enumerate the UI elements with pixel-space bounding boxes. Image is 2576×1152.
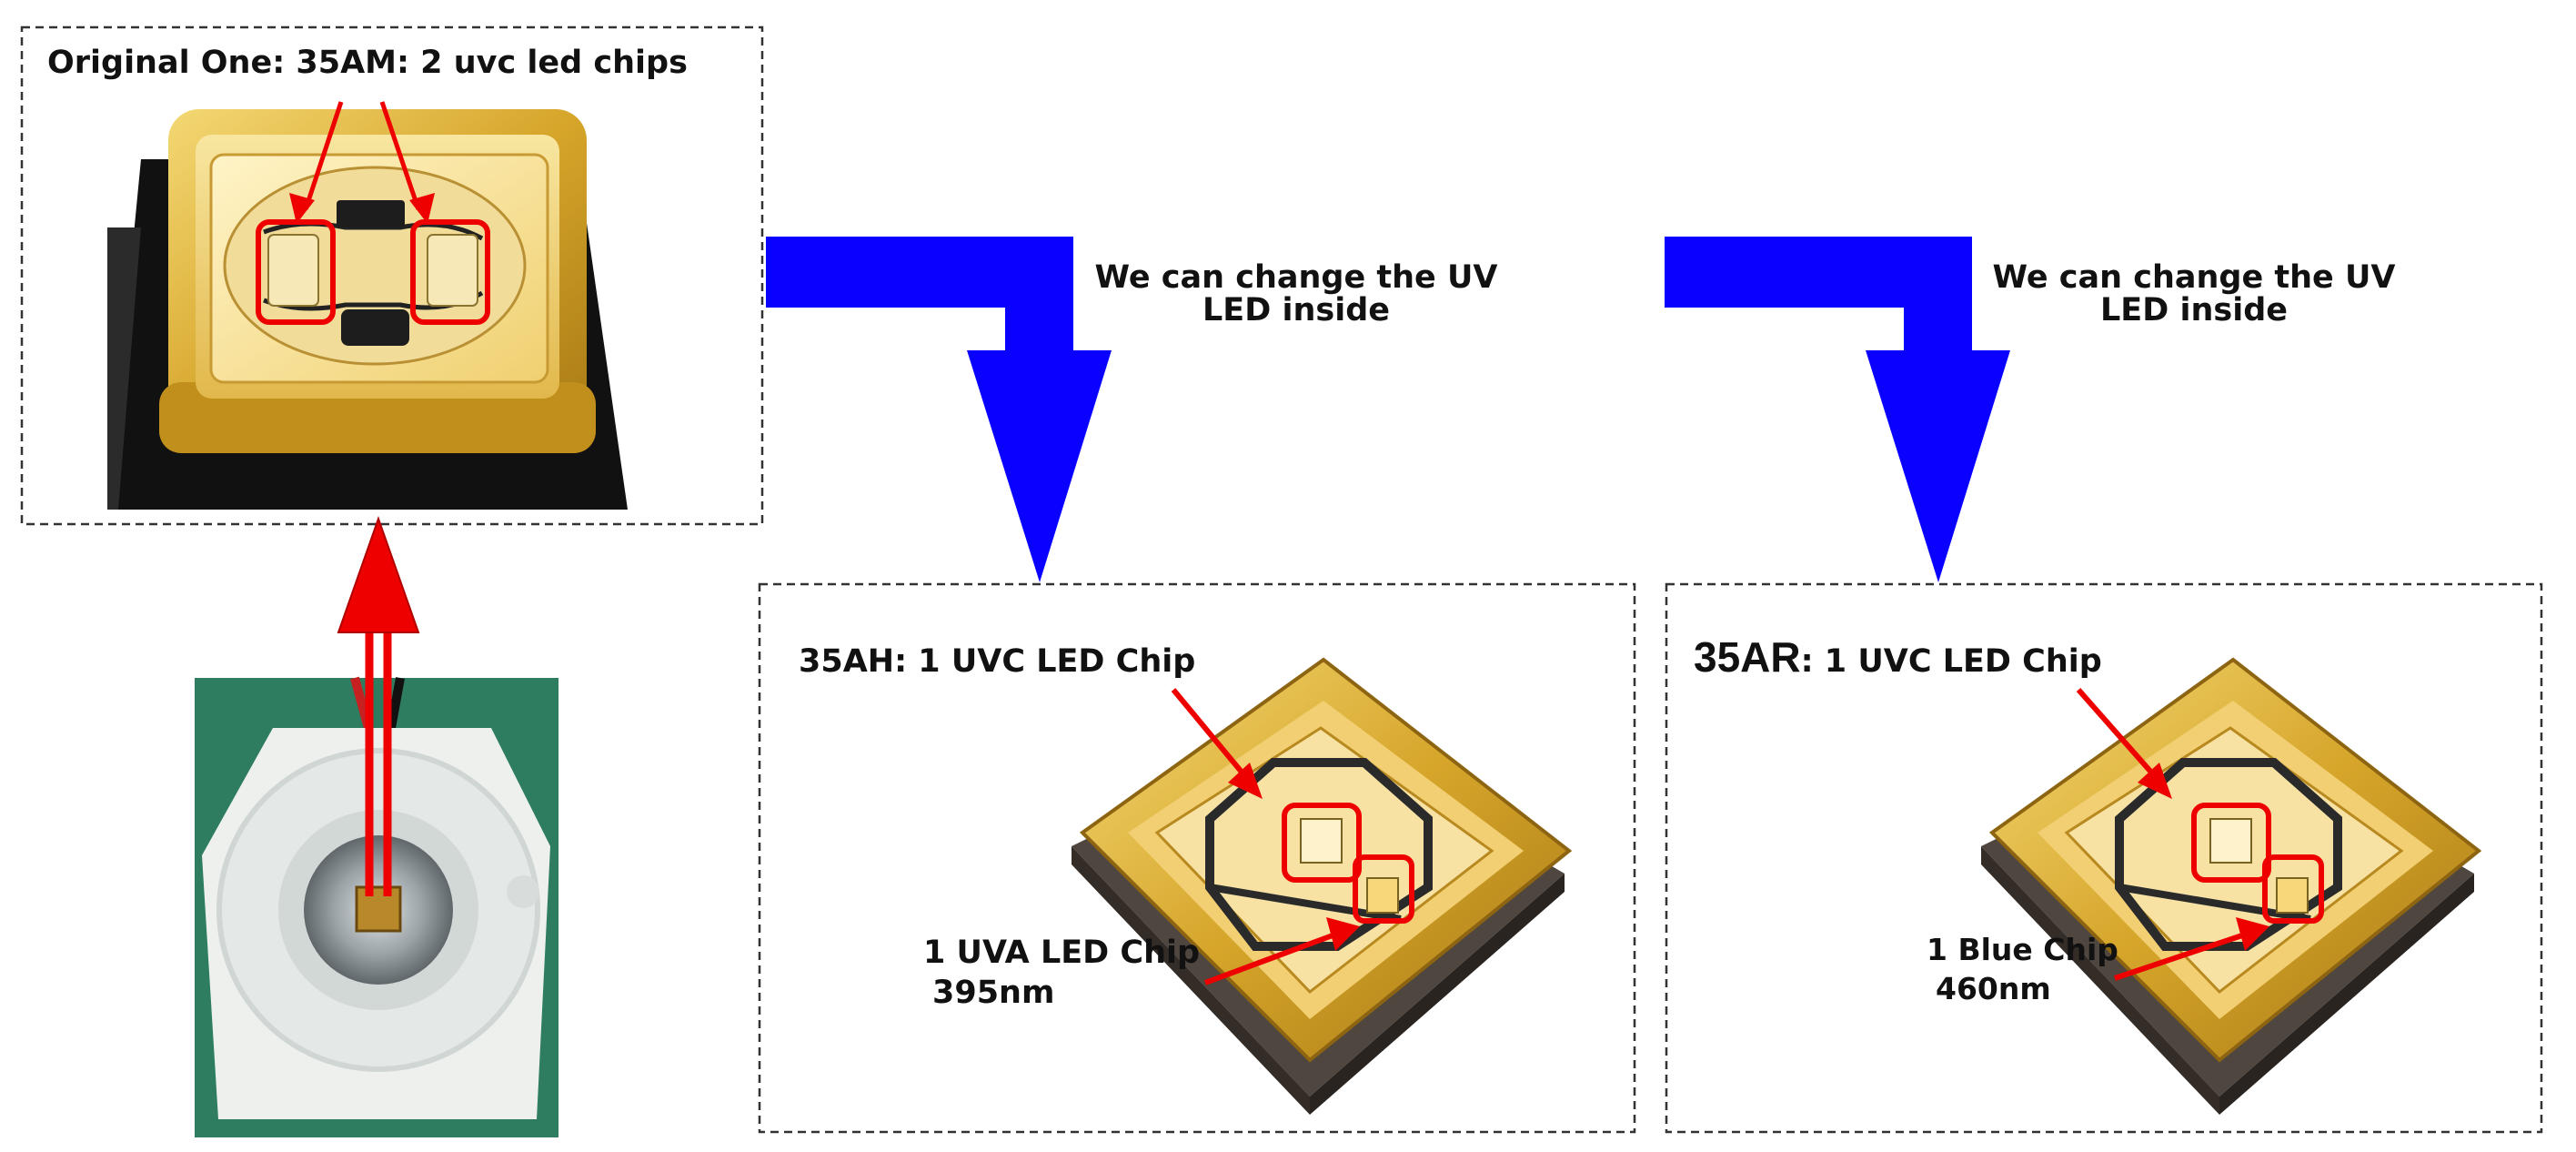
- panel-original-border: [20, 25, 764, 526]
- blue-arrow-1: We can change the UV LED inside: [766, 237, 1498, 582]
- panel-35ar: 35AR: 1 UVC LED Chip 1 Blue Chip 460nm: [1665, 582, 2543, 1134]
- led-35am-photo: [107, 101, 628, 510]
- blue-arrow-1-caption-line1: We can change the UV: [1094, 259, 1497, 296]
- panel-35ah-suffix: : 1 UVC LED Chip: [894, 643, 1195, 680]
- chip-highlight-left: [256, 219, 336, 325]
- panel-35ah-second-chip: 1 UVA LED Chip: [923, 935, 1200, 971]
- led-35am-chip-left: [267, 234, 319, 307]
- led-35ah-trace-lower: [1209, 884, 1402, 923]
- led-35ar-base-side-right: [2219, 874, 2474, 1115]
- led-35ar-highlight-blue: [2262, 854, 2324, 924]
- blue-arrow-1-shape: [766, 237, 1112, 582]
- blue-arrow-2: We can change the UV LED inside: [1665, 237, 2396, 582]
- panel-35ar-second-chip: 1 Blue Chip: [1927, 932, 2118, 967]
- pointer-arrow-left-head: [289, 193, 315, 224]
- pointer-arrow-ah-uva-shaft: [1203, 933, 1334, 985]
- pointer-arrow-ah-uva-head: [1326, 917, 1360, 951]
- pointer-arrow-ar-uvc-head: [2138, 763, 2172, 799]
- panel-35ar-prefix: 35AR: [1694, 633, 1801, 681]
- photo-side-button: [507, 875, 539, 908]
- led-35am-gold-front: [159, 382, 596, 453]
- panel-35ar-border: [1665, 582, 2543, 1134]
- led-35am-chip-right: [427, 234, 478, 307]
- pointer-arrow-right-shaft: [379, 101, 421, 210]
- led-35ah-render: [1072, 657, 1573, 1115]
- blue-arrow-2-shape: [1665, 237, 2010, 582]
- pointer-arrow-ar-blue-shaft: [2114, 933, 2243, 981]
- panel-35ah-border: [758, 582, 1636, 1134]
- led-35ah-uva-chip: [1366, 877, 1399, 914]
- pointer-arrow-ah-uvc-shaft: [1171, 688, 1247, 777]
- chip-highlight-right: [410, 219, 490, 325]
- panel-35ar-second-wavelength: 460nm: [1936, 971, 2051, 1006]
- blue-arrow-2-caption-line2: LED inside: [2100, 292, 2288, 328]
- panel-original-title: Original One: 35AM: 2 uvc led chips: [47, 45, 688, 81]
- led-35ah-highlight-uva: [1353, 854, 1414, 924]
- pointer-arrow-right-head: [409, 193, 435, 224]
- panel-35ah-heading: 35AH: 1 UVC LED Chip: [799, 643, 1195, 680]
- blue-arrow-2-caption-line1: We can change the UV: [1992, 259, 2395, 296]
- pointer-arrow-ar-uvc-shaft: [2076, 688, 2157, 777]
- panel-35ah-prefix: 35AH: [799, 643, 894, 680]
- pointer-arrow-ah-uvc-head: [1228, 763, 1263, 799]
- led-35am-base-shadow: [107, 227, 141, 510]
- panel-original-35am: Original One: 35AM: 2 uvc led chips: [20, 25, 764, 526]
- led-35am-center-pad-top: [337, 200, 405, 227]
- led-35ah-base-side: [1072, 846, 1310, 1115]
- led-35ar-trace-lower: [2118, 884, 2311, 923]
- blue-arrow-1-caption-line2: LED inside: [1202, 292, 1390, 328]
- led-35ar-blue-chip: [2276, 877, 2309, 914]
- up-arrow-head: [337, 515, 420, 633]
- led-35am-center-pad-bottom: [341, 309, 409, 346]
- led-35ah-uvc-chip: [1300, 818, 1343, 864]
- led-35ah-base-side-right: [1310, 874, 1565, 1115]
- led-35ar-highlight-uvc: [2191, 803, 2271, 883]
- panel-35ah: 35AH: 1 UVC LED Chip 1 UVA LED Chip 395n…: [758, 582, 1636, 1134]
- panel-35ar-suffix: : 1 UVC LED Chip: [1801, 643, 2102, 680]
- led-35ar-render: [1981, 657, 2482, 1115]
- led-35ah-highlight-uvc: [1282, 803, 1362, 883]
- led-35ar-uvc-chip: [2209, 818, 2252, 864]
- pointer-arrow-ar-blue-head: [2236, 917, 2269, 951]
- photo-installed-led: [195, 515, 558, 1137]
- panel-35ah-second-wavelength: 395nm: [932, 975, 1054, 1011]
- panel-35ar-heading: 35AR: 1 UVC LED Chip: [1694, 633, 2102, 681]
- photo-wire-black: [387, 677, 405, 729]
- pointer-arrow-left-shaft: [303, 101, 344, 210]
- led-35ar-base-side: [1981, 846, 2219, 1115]
- photo-led-chip: [355, 885, 402, 933]
